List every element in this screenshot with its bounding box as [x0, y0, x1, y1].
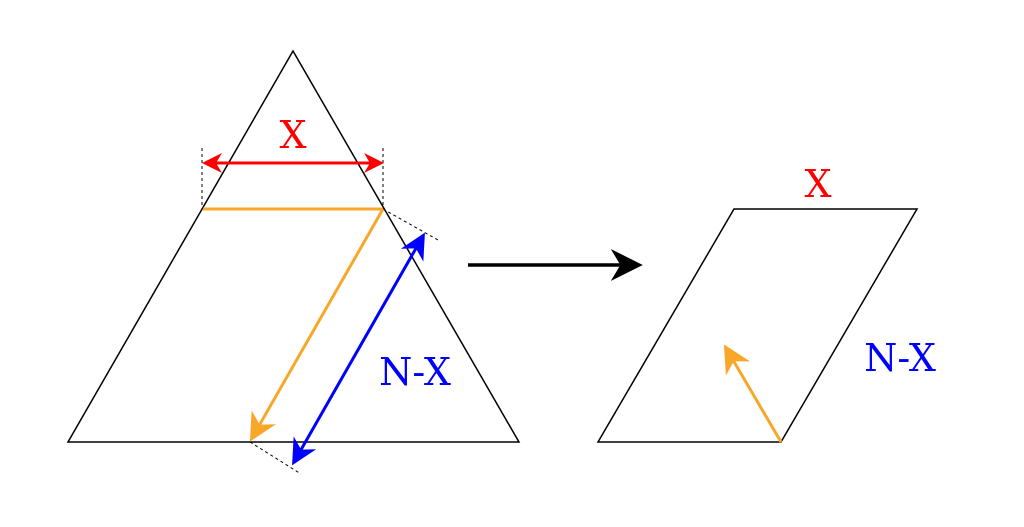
triangle	[66, 49, 521, 443]
blue-length-arrow	[292, 232, 425, 466]
label-n-minus-x-left: N-X	[379, 350, 451, 394]
dashed-guide-top-perp	[382, 208, 439, 241]
label-x-top: X	[279, 113, 306, 157]
orange-diagonal-arrow	[249, 208, 385, 442]
parallelogram	[596, 208, 919, 443]
label-x-result: X	[804, 162, 831, 206]
label-n-minus-x-result: N-X	[864, 336, 936, 380]
orange-result-arrow	[723, 344, 783, 443]
dashed-guide-bottom-perp	[249, 441, 302, 475]
